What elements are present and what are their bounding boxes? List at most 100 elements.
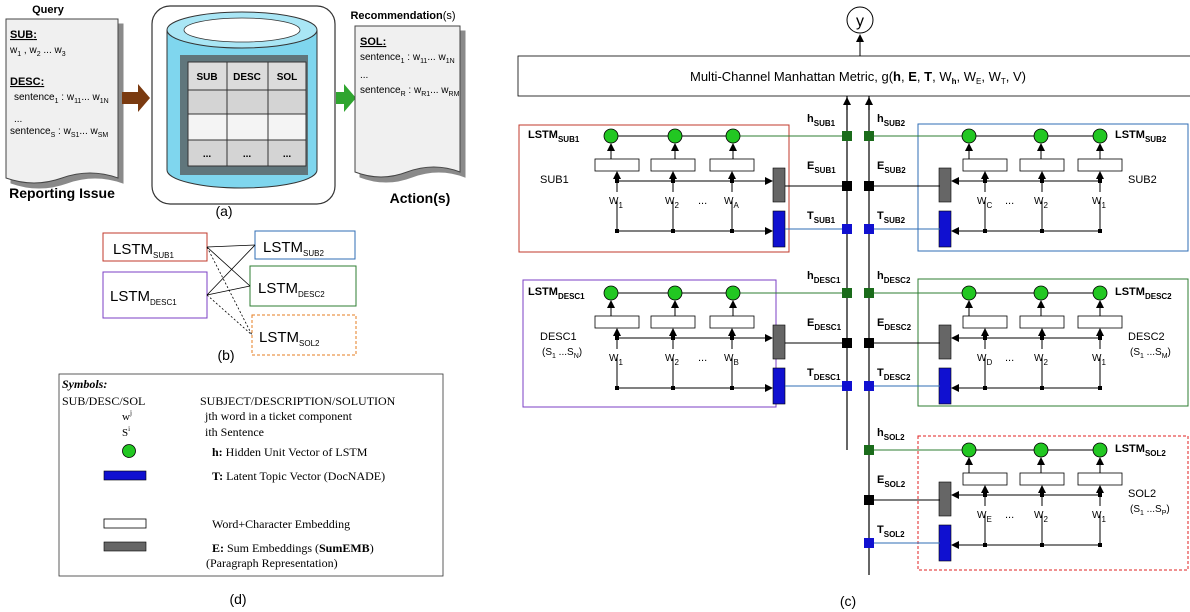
word-label: W2	[665, 353, 679, 367]
word-embedding	[962, 158, 1008, 172]
sub-heading: SUB:	[10, 29, 37, 41]
symbols-title: Symbols:	[62, 377, 107, 391]
sentence-range: (S1 ...SN)	[542, 347, 582, 360]
panel-d: Symbols: SUB/DESC/SOL SUBJECT/DESCRIPTIO…	[58, 373, 444, 607]
t-label: TSUB1	[807, 210, 836, 225]
hidden-node	[1033, 128, 1049, 144]
caption-d: (d)	[229, 591, 246, 607]
symbol-text-3: h: Hidden Unit Vector of LSTM	[212, 445, 368, 459]
word-embedding	[650, 158, 696, 172]
sumemb-vector	[938, 481, 952, 517]
topic-vector	[772, 367, 786, 405]
db-table: SUB DESC SOL ... ... ...	[187, 61, 307, 167]
component-label: SOL2	[1128, 488, 1156, 500]
block-frame	[917, 435, 1189, 571]
lstm-label: LSTMSUB1	[528, 129, 580, 144]
e-marker	[842, 338, 852, 348]
word-embedding	[1019, 315, 1065, 329]
symbol-text-4: T: Latent Topic Vector (DocNADE)	[212, 469, 385, 483]
symbol-text-1: jth word in a ticket component	[204, 409, 353, 423]
lstm-label: LSTMSOL2	[1115, 443, 1166, 458]
db-dots-2: ...	[243, 149, 252, 160]
sumemb-vector	[772, 324, 786, 360]
t-marker	[864, 224, 874, 234]
symbol-hidden-node-icon	[122, 444, 136, 458]
h-label: hSOL2	[877, 427, 905, 442]
component-label: DESC1	[540, 331, 577, 343]
word-label: W1	[609, 196, 623, 210]
word-label: W2	[1034, 353, 1048, 367]
output-label: y	[856, 13, 864, 30]
symbol-text-7: (Paragraph Representation)	[206, 556, 338, 570]
query-title: Query	[32, 4, 65, 16]
e-marker	[864, 495, 874, 505]
symbol-text-2: ith Sentence	[205, 425, 264, 439]
recommendation-document	[354, 25, 461, 178]
word-ellipsis: ...	[1005, 195, 1014, 207]
word-embedding	[1077, 158, 1123, 172]
sol-dots: ...	[360, 70, 368, 81]
sol-sentence-r: sentenceR : wR1... wRM	[360, 85, 460, 98]
e-label: ESOL2	[877, 474, 906, 489]
caption-c: (c)	[840, 593, 856, 609]
word-label: WA	[724, 196, 739, 210]
desc-dots: ...	[14, 114, 22, 125]
t-marker	[864, 381, 874, 391]
hidden-node	[725, 128, 741, 144]
h-marker	[842, 288, 852, 298]
hidden-node	[603, 285, 619, 301]
word-label: WE	[977, 510, 992, 524]
word-embedding	[1077, 472, 1123, 486]
t-label: TDESC1	[807, 367, 841, 382]
symbol-text-0: SUBJECT/DESCRIPTION/SOLUTION	[200, 394, 396, 408]
symbol-key-s: Si	[122, 425, 130, 439]
word-label: W1	[1092, 510, 1106, 524]
t-marker	[842, 224, 852, 234]
hidden-node	[961, 128, 977, 144]
box-lstm-sub2	[254, 230, 356, 260]
word-label: W1	[1092, 196, 1106, 210]
word-embedding	[962, 472, 1008, 486]
label-lstm-sol2: LSTMSOL2	[259, 329, 320, 348]
db-col-sol: SOL	[277, 72, 298, 83]
panel-b: LSTMSUB1 LSTMSUB2 LSTMDESC1 LSTMDESC2 LS…	[102, 230, 357, 363]
output-node	[846, 6, 874, 34]
symbol-text-5: Word+Character Embedding	[212, 517, 350, 531]
desc-sentence-s: sentenceS : wS1... wSM	[10, 126, 108, 139]
hidden-node	[667, 285, 683, 301]
hidden-node	[961, 442, 977, 458]
word-label: W2	[1034, 196, 1048, 210]
hidden-node	[1092, 442, 1108, 458]
label-lstm-desc1: LSTMDESC1	[110, 288, 177, 307]
green-arrow	[336, 84, 356, 112]
t-marker	[842, 381, 852, 391]
query-document	[5, 18, 119, 184]
label-lstm-desc2: LSTMDESC2	[258, 280, 325, 299]
sumemb-vector	[938, 167, 952, 203]
word-ellipsis: ...	[698, 195, 707, 207]
sentence-range: (S1 ...SP)	[1130, 504, 1170, 517]
t-label: TDESC2	[877, 367, 911, 382]
symbol-key-w: wj	[122, 409, 132, 423]
recommendation-title: Recommendation(s)	[350, 10, 455, 22]
symbol-text-6: E: Sum Embeddings (SumEMB)	[212, 541, 374, 555]
word-embedding	[1019, 472, 1065, 486]
box-lstm-desc1	[102, 271, 208, 319]
desc-heading: DESC:	[10, 76, 44, 88]
h-marker	[864, 288, 874, 298]
desc-sentence-1: sentence1 : w11... w1N	[14, 92, 109, 105]
word-embedding	[1077, 315, 1123, 329]
word-label: WC	[977, 196, 992, 210]
h-marker	[864, 131, 874, 141]
symbol-key-0: SUB/DESC/SOL	[62, 394, 145, 408]
h-label: hSUB1	[807, 113, 836, 128]
sentence-range: (S1 ...SM)	[1130, 347, 1171, 360]
box-lstm-desc2	[249, 265, 357, 307]
hidden-node	[667, 128, 683, 144]
e-marker	[864, 181, 874, 191]
word-label: W2	[665, 196, 679, 210]
word-embedding	[594, 158, 640, 172]
reporting-issue-label: Reporting Issue	[9, 185, 115, 201]
